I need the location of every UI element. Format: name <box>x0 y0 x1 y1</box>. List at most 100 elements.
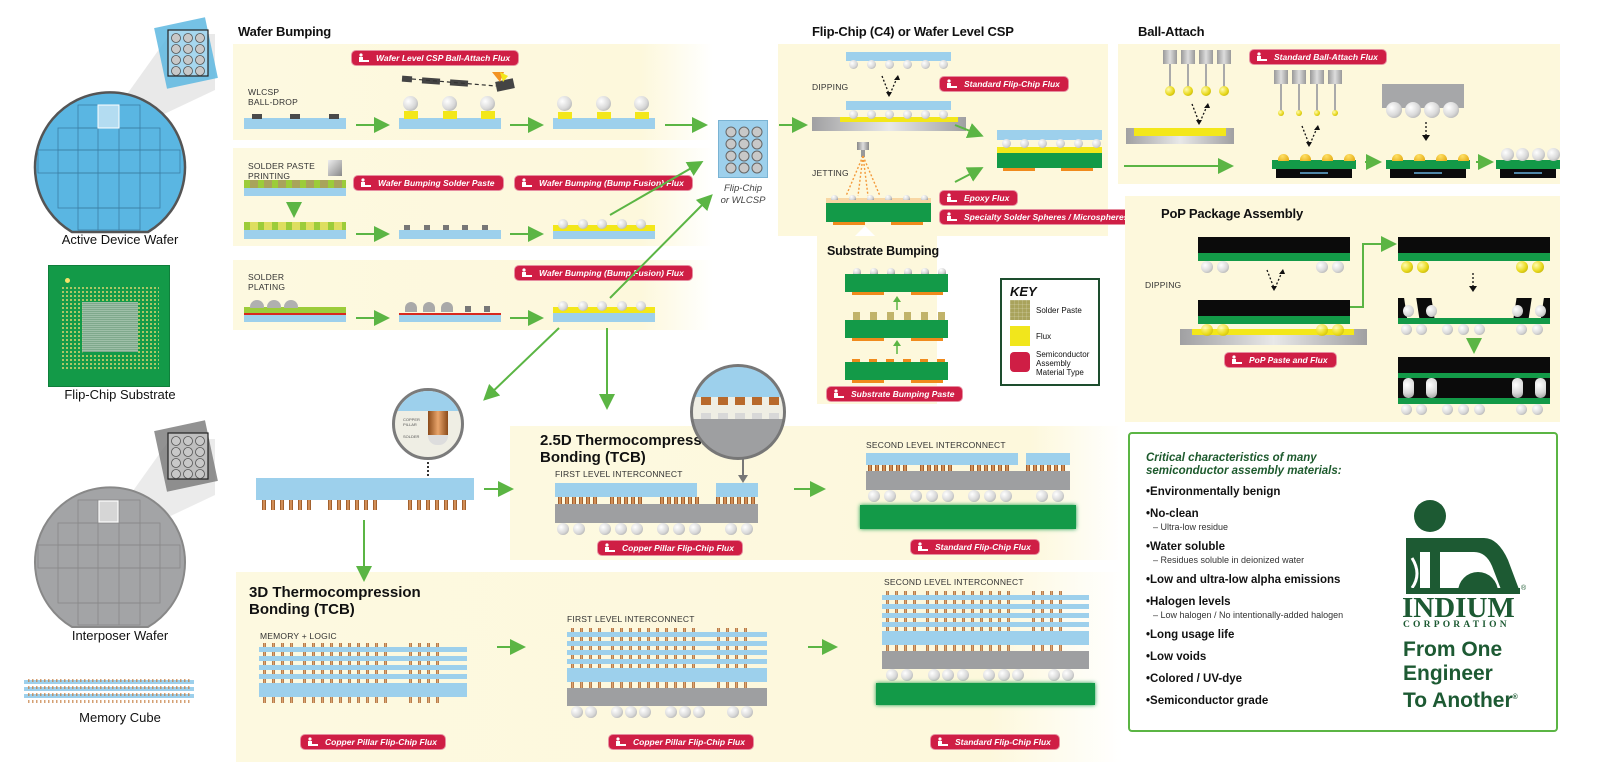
copper-pillar <box>935 627 938 631</box>
copper-pillar <box>263 643 266 647</box>
copper-pillar <box>580 637 583 641</box>
copper-pillar <box>629 637 632 641</box>
copper-pillar <box>272 652 275 656</box>
copper-pillar <box>989 600 992 604</box>
copper-pillar <box>926 645 929 651</box>
jet-nozzle <box>857 142 869 150</box>
copper-pillar <box>656 637 659 641</box>
characteristic-item: •Semiconductor grade <box>1146 695 1269 707</box>
copper-pillar <box>348 652 351 656</box>
copper-pillar <box>737 497 741 504</box>
copper-pillar <box>647 655 650 659</box>
copper-pillar <box>868 465 872 471</box>
solder-ball <box>611 706 623 718</box>
tag-copper-pillar-flux-25d[interactable]: Copper Pillar Flip-Chip Flux <box>598 541 742 555</box>
tag-specialty-solder-spheres[interactable]: Specialty Solder Spheres / Microspheres <box>940 210 1137 224</box>
copper-pillar <box>339 652 342 656</box>
flux-dip-arrow <box>1191 103 1210 125</box>
copper-pillar <box>1041 591 1044 595</box>
copper-pillar <box>427 670 430 674</box>
tag-label: Wafer Level CSP Ball-Attach Flux <box>376 53 511 63</box>
copper-pillar <box>935 618 938 622</box>
package-fluxed <box>1272 150 1356 178</box>
copper-pillar <box>436 661 439 665</box>
hub-line: or WLCSP <box>720 195 766 206</box>
copper-pillar <box>656 664 659 668</box>
copper-pillar <box>384 670 387 674</box>
copper-pillar <box>339 679 342 683</box>
tag-substrate-bumping-paste[interactable]: Substrate Bumping Paste <box>827 387 963 401</box>
solder-ball <box>689 523 701 535</box>
copper-pillar <box>303 670 306 674</box>
tag-wafer-bumping-flux-row3[interactable]: Wafer Bumping (Bump Fusion) Flux <box>515 266 692 280</box>
solder-ball <box>984 490 996 502</box>
tag-label: Standard Ball-Attach Flux <box>1274 52 1378 62</box>
tag-standard-flip-chip-flux-3d[interactable]: Standard Flip-Chip Flux <box>931 735 1059 749</box>
copper-pillar <box>339 661 342 665</box>
interposer-label: Interposer Wafer <box>71 628 169 643</box>
tag-pop-paste-and-flux[interactable]: PoP Paste and Flux <box>1225 353 1336 367</box>
copper-pillar <box>384 697 387 703</box>
active-device-wafer <box>20 10 220 250</box>
tag-wafer-bumping-solder-paste[interactable]: Wafer Bumping Solder Paste <box>354 176 503 190</box>
dispenser-icon <box>938 737 948 746</box>
pin-shaft <box>1205 64 1207 88</box>
copper-pillar <box>321 679 324 683</box>
copper-pillar <box>427 697 430 703</box>
tag-standard-flip-chip-flux-c4[interactable]: Standard Flip-Chip Flux <box>940 77 1068 91</box>
copper-pillar <box>904 591 907 595</box>
copper-pillar <box>730 497 734 504</box>
copper-pillar <box>436 670 439 674</box>
tag-copper-pillar-flux-3d-1[interactable]: Copper Pillar Flip-Chip Flux <box>301 735 445 749</box>
pin-head <box>1217 50 1231 64</box>
copper-pillar <box>895 600 898 604</box>
copper-pillar <box>384 643 387 647</box>
copper-pillar <box>384 661 387 665</box>
flux-dot <box>1314 110 1320 116</box>
interposer-pillars <box>256 500 474 510</box>
characteristic-item: •Low and ultra-low alpha emissions <box>1146 574 1341 586</box>
copper-pillar <box>598 637 601 641</box>
flip-chip-substrate <box>48 265 170 387</box>
copper-pillar <box>665 664 668 668</box>
copper-pillar <box>629 646 632 650</box>
copper-pillar <box>375 697 378 703</box>
copper-pillar <box>913 627 916 631</box>
registered-mark: ® <box>1521 585 1527 592</box>
pin-shaft <box>1223 64 1225 88</box>
copper-pillar <box>330 643 333 647</box>
logic-die <box>259 683 467 697</box>
copper-pillar <box>272 670 275 674</box>
copper-pillar <box>312 697 315 703</box>
copper-pillar <box>281 697 284 703</box>
squeegee <box>328 160 342 176</box>
hub-line: Flip-Chip <box>723 183 762 194</box>
memory-die <box>567 650 767 655</box>
copper-pillar <box>935 591 938 595</box>
copper-pillar <box>926 618 929 622</box>
copper-pillar <box>647 637 650 641</box>
copper-pillar <box>427 661 430 665</box>
copper-pillar <box>683 682 686 688</box>
copper-pillar <box>904 618 907 622</box>
copper-pillar <box>656 682 659 688</box>
tag-label: Standard Flip-Chip Flux <box>964 79 1060 89</box>
tag-wafer-bumping-flux-row2[interactable]: Wafer Bumping (Bump Fusion) Flux <box>515 176 692 190</box>
tag-standard-ball-attach-flux[interactable]: Standard Ball-Attach Flux <box>1250 50 1386 64</box>
copper-pillar <box>375 679 378 683</box>
copper-pillar <box>418 652 421 656</box>
tag-standard-flip-chip-flux-25d[interactable]: Standard Flip-Chip Flux <box>911 540 1039 554</box>
tag-wafer-level-csp-ball-attach-flux[interactable]: Wafer Level CSP Ball-Attach Flux <box>352 51 519 65</box>
copper-pillar <box>375 643 378 647</box>
copper-pillar <box>330 652 333 656</box>
copper-pillar <box>904 645 907 651</box>
copper-pillar <box>1059 627 1062 631</box>
pin-head <box>1181 50 1195 64</box>
copper-pillar <box>744 664 747 668</box>
flux-dot <box>1219 86 1229 96</box>
tag-epoxy-flux[interactable]: Epoxy Flux <box>940 191 1018 205</box>
flux-dot <box>1201 86 1211 96</box>
tag-copper-pillar-flux-3d-2[interactable]: Copper Pillar Flip-Chip Flux <box>609 735 753 749</box>
copper-pillar <box>656 655 659 659</box>
